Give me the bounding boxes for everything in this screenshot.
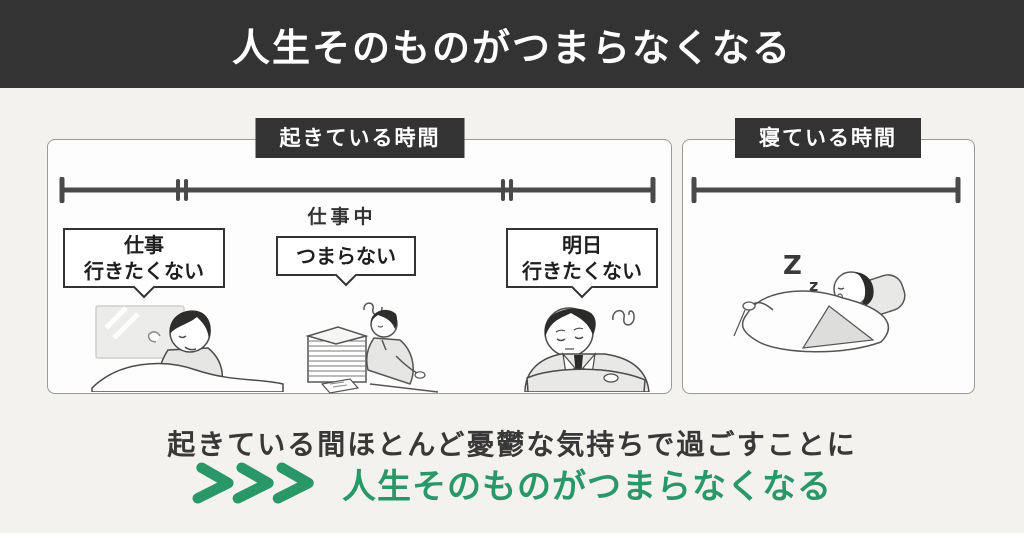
suited-man-icon (524, 307, 650, 392)
sleep-timeline (691, 177, 961, 203)
bubble-text-line: つまらない (296, 243, 396, 268)
bubble-text-line: 明日 (562, 232, 602, 257)
page-title: 人生そのものがつまらなくなる (231, 25, 792, 70)
worker-icon (365, 309, 426, 385)
sleep-time-panel: Z z (682, 139, 975, 394)
awake-timeline (59, 177, 656, 203)
arm-icon (733, 301, 774, 337)
window-icon (95, 305, 185, 359)
annoyed-scribble-icon (612, 310, 635, 326)
bottom-edge-strip (0, 533, 1024, 538)
awake-time-label: 起きている時間 (255, 118, 465, 158)
bed-cover-icon (91, 362, 284, 392)
paper-stack-icon (305, 326, 369, 383)
depressed-in-bed-illustration-icon (91, 305, 284, 392)
header-banner: 人生そのものがつまらなくなる (0, 0, 1024, 88)
sleep-z-small: z (809, 276, 818, 295)
speech-bubble-not-tomorrow: 明日 行きたくない (506, 228, 658, 288)
sleep-time-label: 寝ている時間 (735, 118, 921, 158)
triple-chevron-icon (192, 462, 314, 504)
sleeping-person-illustration-icon: Z z (733, 251, 906, 353)
bubble-text-line: 行きたくない (84, 259, 204, 283)
document-icon (320, 378, 360, 394)
awake-time-panel: 仕事中 仕事 行きたくない つまらない 明日 行きたくない (47, 139, 672, 394)
speech-bubble-boring: つまらない (276, 236, 416, 276)
speech-bubble-dont-want-to-go: 仕事 行きたくない (63, 228, 225, 288)
conclusion-statement: 起きている間ほとんど憂鬱な気持ちで過ごすことに (167, 428, 857, 461)
arms-crossed-man-illustration-icon (524, 307, 650, 392)
bubble-text-line: 行きたくない (522, 259, 642, 283)
sleep-z-large: Z (783, 251, 802, 281)
conclusion-highlight-text: 人生そのものがつまらなくなる (342, 466, 832, 507)
bubble-text-line: 仕事 (124, 232, 164, 257)
blanket-fold-icon (801, 305, 875, 349)
conclusion-highlight-row: 人生そのものがつまらなくなる (0, 460, 1024, 507)
paper-stack-worker-illustration-icon (305, 302, 438, 394)
working-segment-label: 仕事中 (307, 206, 377, 228)
desk-edge-icon (369, 383, 438, 393)
